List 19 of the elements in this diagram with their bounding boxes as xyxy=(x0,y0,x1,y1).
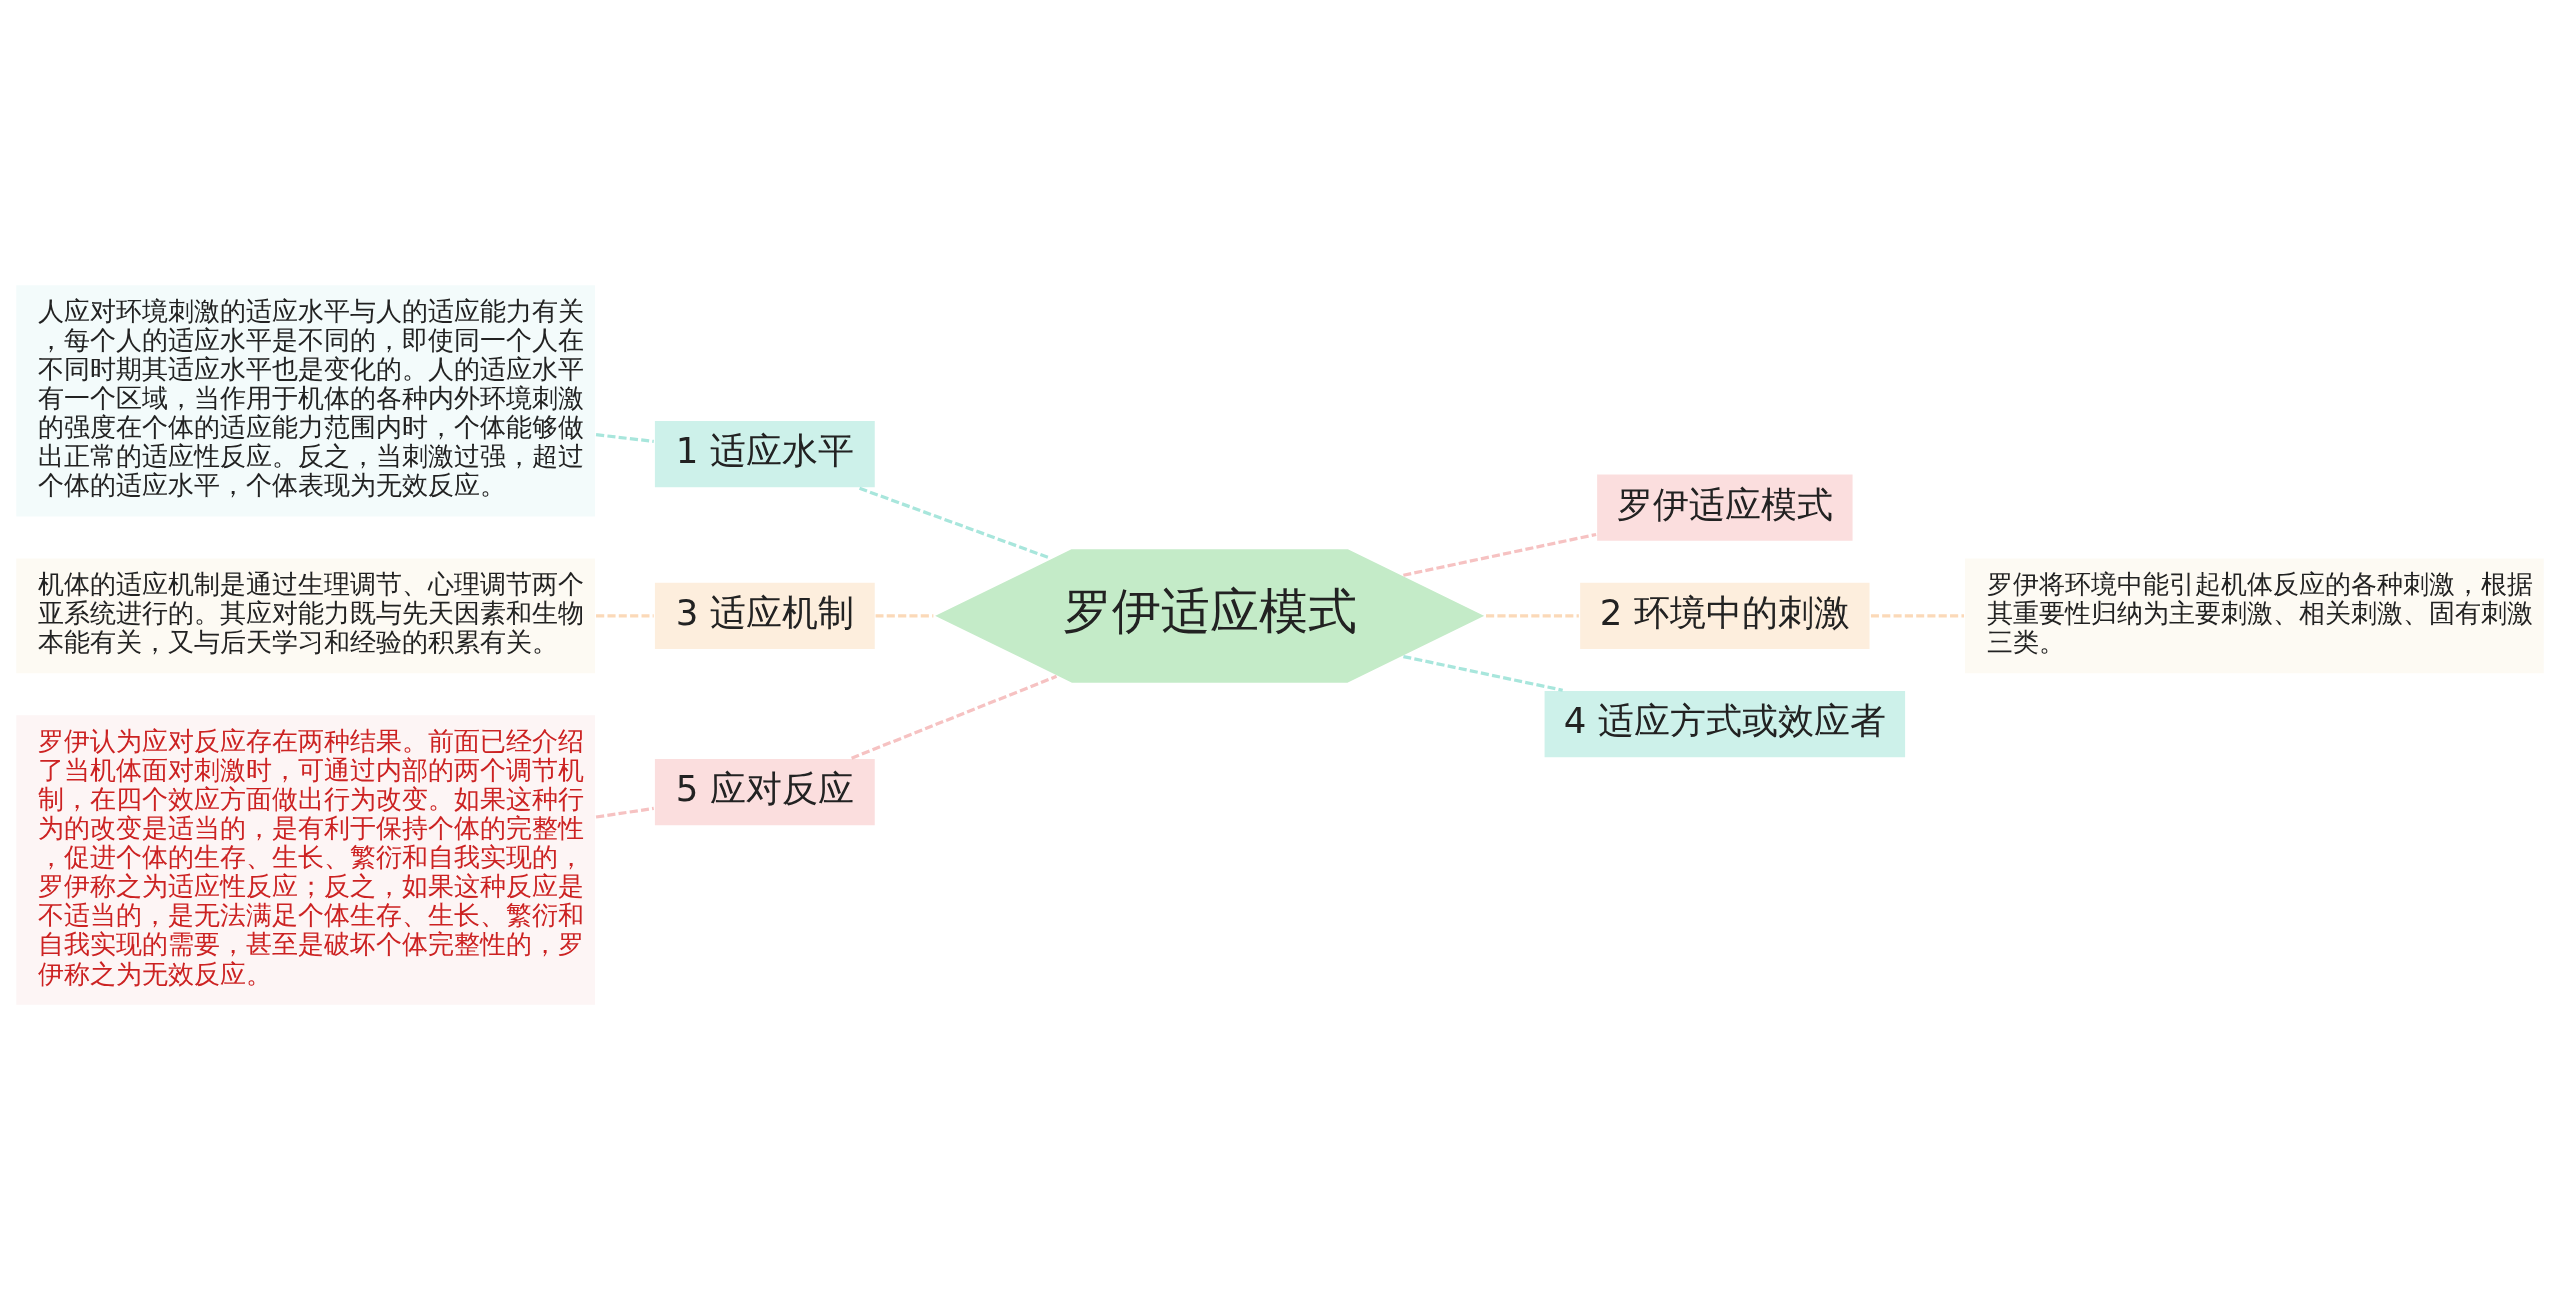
node-box: 4 适应方式或效应者 xyxy=(1542,688,1907,759)
connector xyxy=(1486,613,1579,617)
node-box: 罗伊适应模式 xyxy=(1595,472,1855,542)
node-box: 罗伊认为应对反应存在两种结果。前面已经介绍了当机体面对刺激时，可通过内部的两个调节机制，在四个效应方面做出行为改变。如果这种行为的改变是适当的，是有利于保持个体的完整性，促进个体的生存、生长、繁衍和自我实现的，罗伊称之为适应性反应；反之，如果这种反应是不适当的，是无法满足个体生存、生长、繁衍和自我实现的需要，甚至是破坏个体完整性的，罗伊称之为无效反应。 xyxy=(14,713,597,1006)
connector xyxy=(851,674,1058,760)
node-box: 3 适应机制 xyxy=(653,580,877,651)
connector xyxy=(1870,613,1965,617)
node-box: 人应对环境刺激的适应水平与人的适应能力有关，每个人的适应水平是不同的，即使同一个人在不同时期其适应水平也是变化的。人的适应水平有一个区域，当作用于机体的各种内外环境刺激的强度在个体的适应能力范围内时，个体能够做出正常的适应性反应。反之，当刺激过强，超过个体的适应水平，个体表现为无效反应。 xyxy=(14,283,597,518)
node-box: 2 环境中的刺激 xyxy=(1578,580,1872,651)
node-box: 1 适应水平 xyxy=(653,418,877,489)
node-box: 罗伊将环境中能引起机体反应的各种刺激，根据其重要性归纳为主要刺激、相关刺激、固有刺激三类。 xyxy=(1963,556,2546,675)
connector xyxy=(595,432,654,443)
connector xyxy=(875,613,934,617)
connector xyxy=(1403,654,1564,692)
node-box: 5 应对反应 xyxy=(653,756,877,827)
connector xyxy=(596,613,654,617)
connector xyxy=(595,806,654,819)
connector xyxy=(1403,532,1597,577)
node-box: 机体的适应机制是通过生理调节、心理调节两个亚系统进行的。其应对能力既与先天因素和生物本能有关，又与后天学习和经验的积累有关。 xyxy=(14,556,597,675)
